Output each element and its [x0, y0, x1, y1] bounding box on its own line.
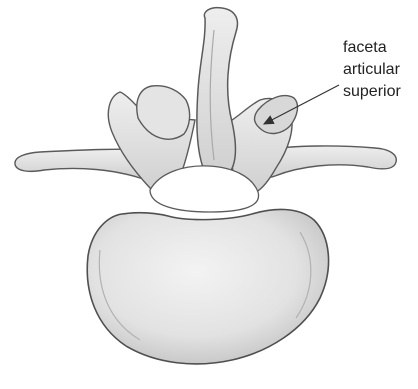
facet-label: faceta articular superior [343, 37, 401, 103]
spinous-process [197, 8, 238, 181]
facet-label-line-3: superior [343, 81, 401, 103]
facet-label-line-2: articular [343, 59, 401, 81]
vertebral-body [87, 209, 328, 364]
facet-label-line-1: faceta [343, 37, 401, 59]
